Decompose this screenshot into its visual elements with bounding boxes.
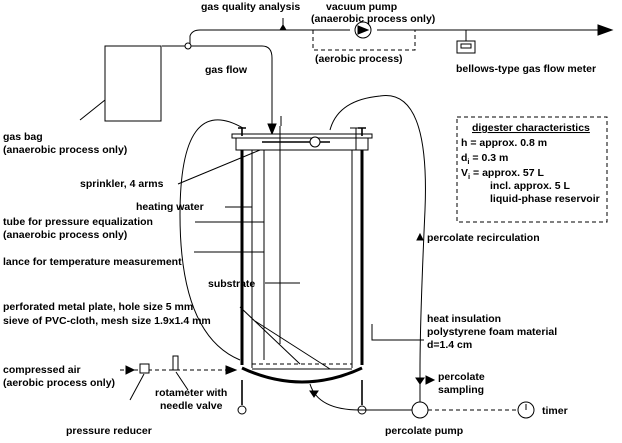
pump-suction-line — [309, 383, 412, 411]
rotameter-sub-label: needle valve — [160, 400, 223, 412]
characteristics-title: digester characteristics — [472, 122, 590, 134]
percolate-pump-label: percolate pump — [385, 425, 463, 437]
pressure-reducer-label: pressure reducer — [66, 425, 152, 437]
gas-quality-valve-icon — [279, 24, 287, 31]
air-inlet-valve-icon — [225, 365, 238, 375]
gas-bag-sub-label: (anaerobic process only) — [3, 144, 127, 156]
gas-bag-valve-icon — [184, 42, 192, 50]
aerobic-bypass-line — [312, 30, 416, 51]
compressed-air-sub-label: (aerobic process only) — [3, 377, 115, 389]
gas-bag-icon — [104, 45, 162, 122]
tube-pressure-sub-label: (anaerobic process only) — [3, 229, 127, 241]
wheel-left-icon — [237, 405, 247, 415]
gas-flow-label: gas flow — [205, 64, 248, 76]
gas-flow-arrow-icon — [267, 123, 277, 136]
aerobic-process-label: (aerobic process) — [315, 53, 403, 65]
pressure-loop — [179, 119, 244, 361]
lance-label: lance for temperature measurement — [3, 256, 182, 268]
leader-rotameter — [175, 371, 189, 391]
gas-pipe-top — [189, 29, 350, 46]
recirculation-inlet — [350, 127, 362, 150]
percolate-sampling-label: percolate — [438, 371, 485, 383]
leader-gas-bag — [79, 99, 106, 121]
leader-plate — [239, 306, 301, 365]
gas-line — [162, 18, 614, 136]
digester-flange — [235, 137, 369, 151]
characteristics-height: h = approx. 0.8 m — [461, 137, 547, 149]
vacuum-pump-sub-label: (anaerobic process only) — [311, 13, 435, 25]
digester — [231, 126, 373, 415]
gas-bag-label: gas bag — [3, 131, 43, 143]
vacuum-pump-arrow-icon — [357, 25, 370, 35]
characteristics-incl: incl. approx. 5 L — [490, 180, 571, 192]
percolate-pump-icon — [411, 401, 429, 419]
heat-insulation-material-label: polystyrene foam material — [427, 326, 557, 338]
air-arrow-icon — [125, 365, 136, 375]
sampling-valve-icon — [415, 377, 425, 385]
rotameter-label: rotameter with — [155, 387, 227, 399]
suction-arrow-icon — [309, 390, 319, 398]
characteristics-reservoir: liquid-phase reservoir — [490, 193, 600, 205]
percolate-recirc-label: percolate recirculation — [427, 232, 540, 244]
compressed-air-label: compressed air — [3, 364, 81, 376]
gas-outlet-arrow-icon — [597, 24, 614, 36]
characteristics-volume: Vi = approx. 57 L — [461, 167, 545, 181]
characteristics-diameter: di = 0.3 m — [461, 152, 508, 166]
perforated-plate-label: perforated metal plate, hole size 5 mm — [3, 301, 193, 313]
gas-quality-label: gas quality analysis — [201, 1, 300, 13]
leader-sieve — [254, 320, 331, 370]
timer-label: timer — [542, 405, 568, 417]
sampling-arrow-icon — [425, 375, 436, 385]
vacuum-pump-label: vacuum pump — [326, 1, 397, 13]
leader-lines — [79, 99, 424, 401]
recirculation-loop — [329, 95, 426, 371]
bellows-meter-display-icon — [460, 43, 472, 49]
percolate-sampling-sub-label: sampling — [438, 384, 484, 396]
digester-bottom — [241, 366, 363, 384]
pressure-reducer-icon — [139, 363, 150, 374]
heating-water-label: heating water — [136, 201, 204, 213]
recirculation-arrow-icon — [416, 232, 424, 241]
sprinkler-label: sprinkler, 4 arms — [80, 178, 164, 190]
heat-insulation-thickness-label: d=1.4 cm — [427, 339, 472, 351]
gas-pipe-to-digester — [191, 45, 273, 127]
tube-pressure-label: tube for pressure equalization — [3, 216, 153, 228]
digester-lid — [231, 133, 373, 139]
leader-insulation — [371, 324, 424, 341]
heat-insulation-label: heat insulation — [427, 313, 501, 325]
sprinkler-head-icon — [309, 136, 321, 148]
characteristics-box — [456, 116, 608, 223]
bellows-meter-label: bellows-type gas flow meter — [456, 63, 596, 75]
leader-sprinkler — [177, 149, 261, 185]
sieve-label: sieve of PVC-cloth, mesh size 1.9x1.4 mm — [3, 315, 211, 327]
rotameter-icon — [172, 355, 179, 371]
leader-pressure-reducer — [129, 373, 145, 401]
substrate-label: substrate — [208, 278, 255, 290]
